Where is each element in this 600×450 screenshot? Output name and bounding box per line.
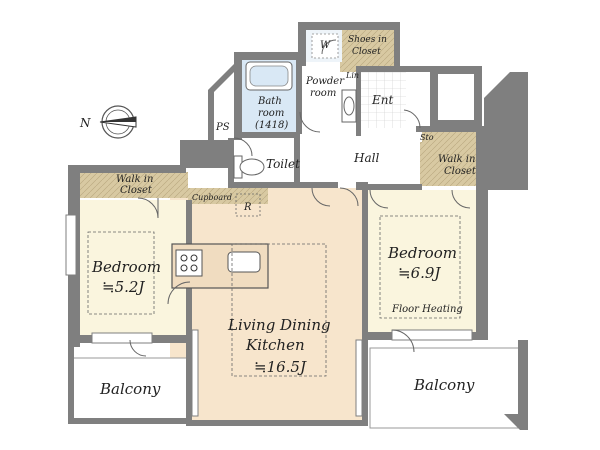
walkin-left-line1: Walk in <box>116 174 153 185</box>
shoes-closet-line2: Closet <box>352 47 381 57</box>
compass-label: N <box>79 116 91 130</box>
refrigerator-box <box>235 193 261 217</box>
walkin-left-line2: Closet <box>120 185 153 196</box>
ldk-name-line2: Kitchen <box>245 336 305 354</box>
ldk-floor-heating-area <box>231 243 327 377</box>
powder-label-line1: Powder <box>305 76 345 87</box>
hall-label: Hall <box>353 151 379 165</box>
walkin-right-floor <box>420 130 478 186</box>
powder-sink <box>341 89 357 123</box>
window-ldk-left <box>191 329 199 417</box>
balcony-left-floor <box>69 357 189 421</box>
bath-label-line3: (1418) <box>255 120 288 131</box>
refrigerator-label: R <box>243 202 252 213</box>
bedroom-left-floor <box>78 200 188 338</box>
ldk-size: ≒16.5J <box>254 358 307 376</box>
shoes-closet-line1: Shoes in <box>348 35 387 45</box>
toilet-label: Toilet <box>266 157 300 171</box>
linen-label: Lin <box>345 71 359 80</box>
toilet-fixture <box>233 155 265 179</box>
window-ldk-right <box>355 339 363 417</box>
kitchen-counter <box>171 243 269 289</box>
bedroom-left-name: Bedroom <box>91 258 161 276</box>
shoes-closet-floor <box>340 22 396 72</box>
window-bedroom-right <box>391 329 473 341</box>
compass <box>99 105 137 139</box>
storage-floor <box>418 130 422 142</box>
walkin-right-line1: Walk in <box>438 154 475 165</box>
washer-box <box>311 33 339 59</box>
walkin-right-line2: Closet <box>444 166 477 177</box>
bedroom-left-size: ≒5.2J <box>102 278 145 296</box>
balcony-right-floor <box>369 347 521 429</box>
balcony-right-label: Balcony <box>413 376 475 394</box>
cupboard-label: Cupboard <box>192 193 232 202</box>
bath-label-line1: Bath <box>257 96 282 107</box>
window-left-outer <box>65 214 77 276</box>
ldk-floor <box>170 188 362 423</box>
ldk-name-line1: Living Dining <box>227 316 331 334</box>
bathtub <box>245 61 293 91</box>
cupboard-floor <box>188 188 268 204</box>
window-bedroom-left <box>91 332 153 344</box>
entrance-label: Ent <box>371 93 393 107</box>
bedroom-right-name: Bedroom <box>387 244 457 262</box>
balcony-left-label: Balcony <box>99 380 161 398</box>
bath-label-line2: room <box>258 108 284 119</box>
bedroom-right-size: ≒6.9J <box>398 264 441 282</box>
storage-label: Sto <box>420 133 434 142</box>
bedroom-left-bed-area <box>87 231 155 315</box>
ps-label: PS <box>215 122 230 133</box>
powder-label-line2: room <box>310 88 336 99</box>
bedroom-right-feature: Floor Heating <box>391 304 463 315</box>
entrance-floor <box>360 70 406 128</box>
washer-label: W <box>320 40 331 51</box>
doors <box>129 39 471 357</box>
bedroom-right-bed-area <box>379 215 461 319</box>
walkin-left-floor <box>80 172 188 198</box>
